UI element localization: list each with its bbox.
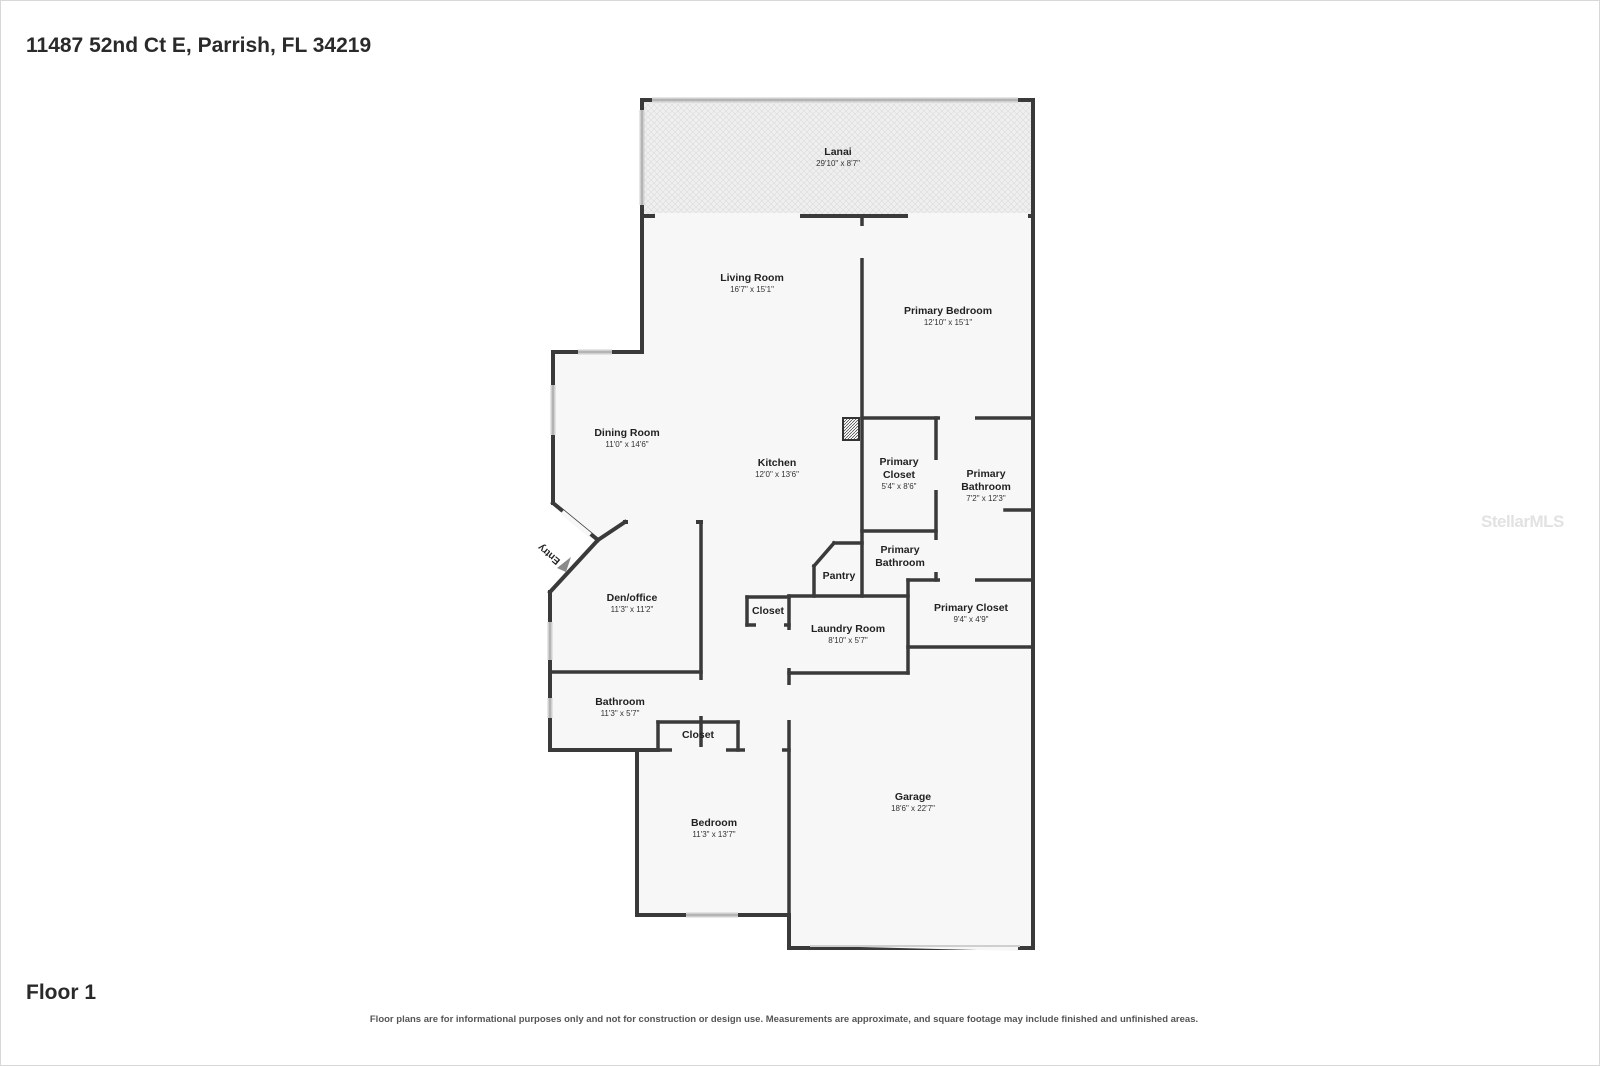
floor-fill <box>550 100 1033 948</box>
room-primary-bathroom-1-name-1: Primary <box>966 468 1005 480</box>
room-bathroom-name: Bathroom <box>595 696 645 708</box>
pantry-wall <box>811 540 837 569</box>
room-primary-closet-2-dims: 9'4" x 4'9" <box>954 615 989 624</box>
room-garage-name: Garage <box>895 791 931 803</box>
entry-door <box>560 510 592 537</box>
room-bedroom-name: Bedroom <box>691 817 737 829</box>
room-bathroom-dims: 11'3" x 5'7" <box>601 709 640 718</box>
room-kitchen-dims: 12'0" x 13'6" <box>755 470 799 479</box>
room-primary-bedroom-name: Primary Bedroom <box>904 305 992 317</box>
openings <box>560 213 1028 951</box>
room-kitchen-name: Kitchen <box>758 457 797 469</box>
room-living-room-name: Living Room <box>720 272 784 284</box>
room-primary-closet-1-dims: 5'4" x 8'6" <box>882 482 917 491</box>
wall <box>547 537 601 595</box>
room-primary-closet-1-name-2: Closet <box>883 469 916 481</box>
room-living-room-dims: 16'7" x 15'1" <box>730 285 774 294</box>
floor-label: Floor 1 <box>26 981 97 1004</box>
windows <box>547 97 1018 918</box>
room-primary-bathroom-2-name-2: Bathroom <box>875 557 925 569</box>
entry-marker: Entry <box>536 541 571 572</box>
room-den-office-dims: 11'3" x 11'2" <box>611 605 654 614</box>
room-closet-2-name: Closet <box>682 729 715 741</box>
watermark-logo: StellarMLS <box>1481 512 1564 531</box>
room-bedroom-dims: 11'3" x 13'7" <box>692 830 735 839</box>
entry-label: Entry <box>536 541 563 566</box>
room-primary-closet-2-name: Primary Closet <box>934 602 1009 614</box>
room-primary-bathroom-1-name-2: Bathroom <box>961 481 1011 493</box>
room-closet-1-name: Closet <box>752 605 785 617</box>
room-primary-bedroom-dims: 12'10" x 15'1" <box>924 318 972 327</box>
room-laundry-room-name: Laundry Room <box>811 623 885 635</box>
disclaimer-text: Floor plans are for informational purpos… <box>369 1014 1199 1025</box>
room-lanai-name: Lanai <box>824 146 852 158</box>
room-primary-closet-1-name-1: Primary <box>879 456 918 468</box>
room-pantry-name: Pantry <box>823 570 856 582</box>
room-den-office-name: Den/office <box>607 592 658 604</box>
lanai-floor <box>642 100 1033 216</box>
property-address: 11487 52nd Ct E, Parrish, FL 34219 <box>26 34 372 57</box>
chimney-hatch <box>842 417 860 441</box>
room-laundry-room-dims: 8'10" x 5'7" <box>828 636 868 645</box>
room-dining-room-name: Dining Room <box>594 427 659 439</box>
room-garage-dims: 18'6" x 22'7" <box>891 804 935 813</box>
room-lanai-dims: 29'10" x 8'7" <box>816 159 860 168</box>
wall <box>595 519 628 543</box>
main-floor <box>550 216 1033 948</box>
entry-arrow-icon <box>557 557 571 572</box>
room-primary-bathroom-1-dims: 7'2" x 12'3" <box>966 494 1006 503</box>
room-dining-room-dims: 11'0" x 14'6" <box>605 440 648 449</box>
room-labels: Lanai 29'10" x 8'7" Living Room 16'7" x … <box>594 146 1010 839</box>
room-primary-bathroom-2-name-1: Primary <box>880 544 919 556</box>
